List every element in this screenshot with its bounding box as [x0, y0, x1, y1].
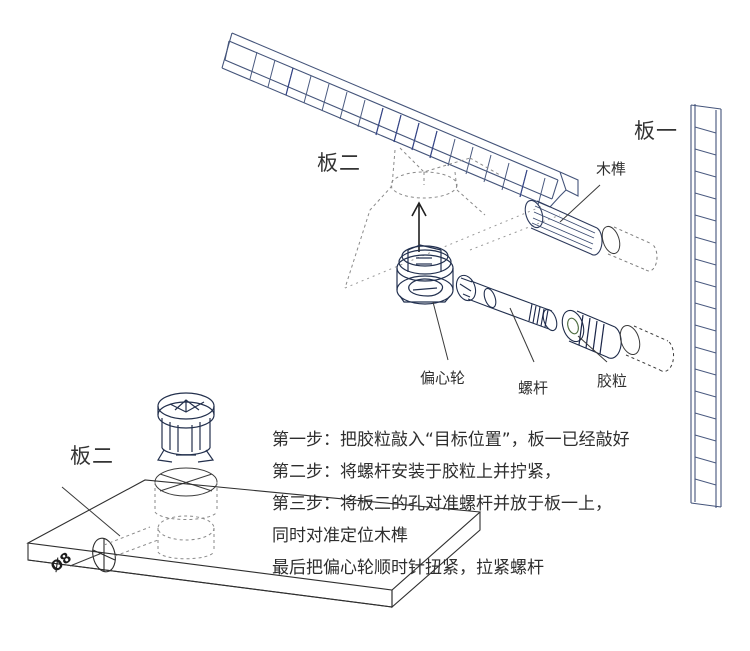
leader-lines — [61, 184, 608, 567]
plastic-insert-ribs — [578, 314, 605, 355]
board-two-hole-projection — [344, 147, 501, 289]
instruction-step-1: 第一步：把胶粒敲入“目标位置”，板一已经敲好 — [272, 430, 630, 450]
label-board-one: 板一 — [634, 119, 678, 143]
board-one-panel — [690, 104, 722, 508]
label-plastic-insert: 胶粒 — [597, 372, 628, 390]
cam-target-hole-lower — [154, 467, 218, 520]
instruction-step-2: 第二步：将螺杆安装于胶粒上并拧紧， — [272, 462, 561, 482]
board-two-top-panel — [221, 32, 579, 208]
board-one-hatching — [694, 126, 717, 486]
label-wooden-dowel: 木榫 — [596, 160, 627, 178]
board-two-cam-cavity — [103, 515, 215, 560]
label-cam: 偏心轮 — [420, 369, 466, 387]
instruction-step-final: 最后把偏心轮顺时针扭紧，拉紧螺杆 — [272, 558, 544, 578]
dowel-target-hole — [601, 225, 658, 272]
cam-lock-body — [396, 244, 454, 305]
wooden-dowel — [524, 199, 603, 256]
instruction-step-3-cont: 同时对准定位木榫 — [272, 526, 408, 546]
label-screw-rod: 螺杆 — [518, 379, 549, 397]
screw-rod-threads — [528, 303, 549, 328]
label-board-two-bottom: 板二 — [70, 444, 114, 468]
board-two-top-hatching-accent — [285, 67, 528, 198]
board-two-bottom-solid — [26, 479, 482, 609]
cam-lock-lower — [157, 392, 215, 463]
label-board-two-top: 板二 — [317, 151, 361, 175]
wooden-dowel-flutes — [531, 205, 596, 250]
instruction-step-3: 第三步：将板二的孔对准螺杆并放于板一上， — [272, 494, 612, 514]
plastic-insert-target-hole — [619, 324, 675, 372]
construction-lines — [344, 204, 561, 289]
side-hole-d8 — [92, 537, 116, 573]
plastic-insert — [561, 309, 622, 359]
assembly-arrow-up — [411, 201, 427, 252]
screw-rod — [455, 274, 558, 332]
